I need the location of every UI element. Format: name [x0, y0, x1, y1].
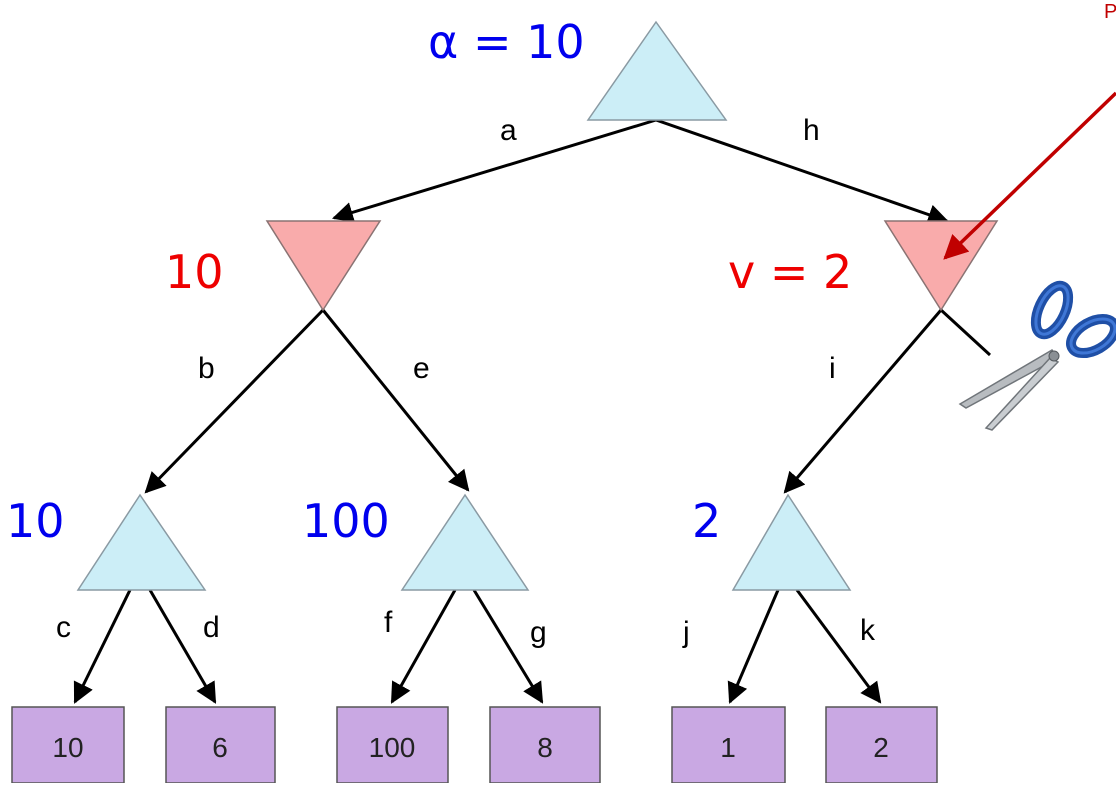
root-max-node	[588, 22, 726, 120]
edge-f	[392, 590, 455, 702]
edge-label-g: g	[530, 616, 547, 649]
min-left-value-label: 10	[165, 245, 224, 299]
edge-label-b: b	[198, 352, 215, 385]
leaf-value: 8	[537, 732, 553, 763]
scissors-icon	[960, 281, 1116, 430]
edge-label-e: e	[413, 352, 430, 385]
root-value-label: α = 10	[428, 15, 585, 69]
max-right-value-label: 2	[692, 494, 721, 548]
edge-b	[146, 310, 323, 492]
edge-label-f: f	[384, 606, 393, 639]
min-node-left	[267, 221, 380, 310]
edge-d	[150, 590, 215, 702]
edge-j	[730, 590, 778, 702]
edge-label-c: c	[56, 611, 71, 644]
leaf-value: 10	[52, 732, 83, 763]
edge-label-k: k	[860, 614, 876, 647]
max-node-middle	[402, 495, 528, 590]
edge-label-i: i	[829, 352, 836, 385]
edge-pruned	[941, 310, 990, 355]
min-right-value-label: v = 2	[728, 245, 852, 299]
edge-label-j: j	[682, 616, 690, 649]
edge-i	[785, 310, 941, 492]
edge-label-d: d	[203, 611, 220, 644]
edge-c	[75, 590, 130, 702]
max-node-left	[78, 495, 205, 590]
max-node-right	[733, 495, 850, 590]
edge-label-h: h	[803, 114, 820, 147]
edge-h	[656, 120, 947, 221]
leaf-value: 1	[720, 732, 736, 763]
leaf-value: 100	[369, 732, 416, 763]
edge-e	[323, 310, 468, 490]
leaf-value: 2	[873, 732, 889, 763]
leaf-row: 10 6 100 8 1 2	[12, 707, 937, 783]
max-middle-value-label: 100	[302, 494, 390, 548]
min-node-right	[885, 221, 997, 310]
max-left-value-label: 10	[6, 494, 65, 548]
edge-a	[334, 120, 656, 218]
cutoff-note-text: P	[1104, 1, 1116, 23]
leaf-value: 6	[212, 732, 228, 763]
red-pointer-arrow	[945, 93, 1116, 258]
edge-label-a: a	[500, 114, 517, 147]
